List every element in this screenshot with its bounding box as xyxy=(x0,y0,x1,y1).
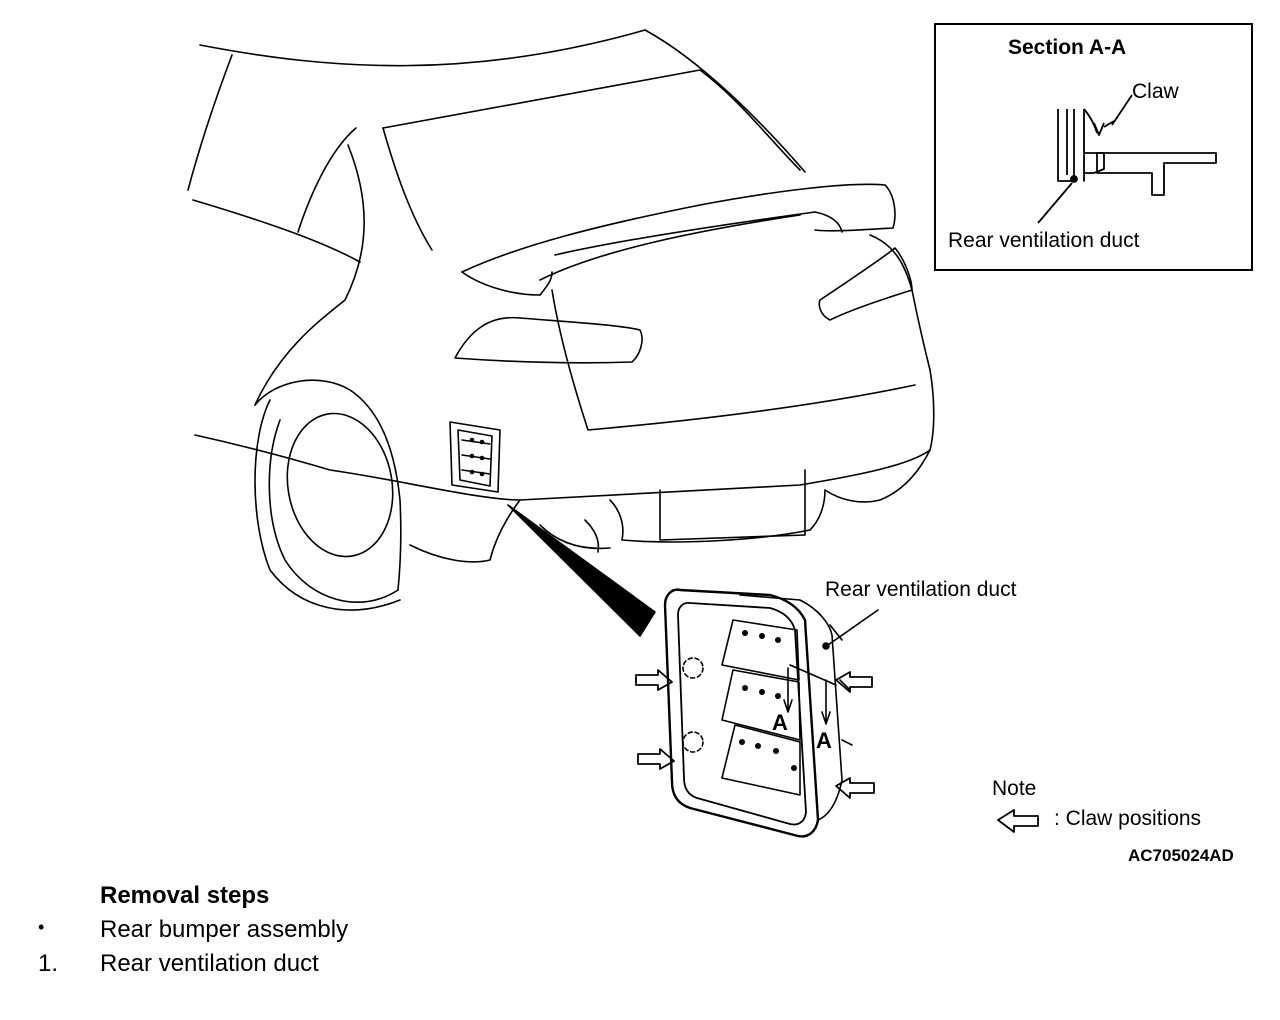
car-body xyxy=(187,29,935,611)
step-marker-1: 1. xyxy=(38,950,59,977)
section-duct-label: Rear ventilation duct xyxy=(948,229,1140,252)
section-mark-a-2: A xyxy=(816,728,832,753)
duct-detail xyxy=(663,588,879,838)
claw-arrow-icon xyxy=(835,777,875,799)
removal-steps-heading: Removal steps xyxy=(100,882,270,909)
note-legend-text: : Claw positions xyxy=(1054,807,1202,830)
step-marker-bullet: • xyxy=(38,917,45,937)
claw-arrow-icon xyxy=(635,669,673,691)
claw-arrow-icon xyxy=(835,671,873,693)
detail-duct-label: Rear ventilation duct xyxy=(825,578,1017,601)
step-label-rear-ventilation-duct: Rear ventilation duct xyxy=(100,950,319,977)
claw-arrow-icon xyxy=(637,748,675,770)
section-a-a-drawing xyxy=(1037,94,1217,224)
section-title: Section A-A xyxy=(1008,36,1127,59)
note-title: Note xyxy=(992,777,1037,800)
vent-on-car xyxy=(449,421,501,493)
section-a-a-inset: Section A-A Claw Rear ventilation duct xyxy=(934,23,1253,271)
detail-pointer-wedge xyxy=(507,504,656,637)
claw-arrows xyxy=(635,669,875,799)
claw-label: Claw xyxy=(1132,80,1179,103)
section-mark-a-1: A xyxy=(772,710,788,735)
hollow-arrow-left-icon xyxy=(997,809,1039,833)
step-label-rear-bumper: Rear bumper assembly xyxy=(100,916,349,943)
figure-code: AC705024AD xyxy=(1128,846,1234,865)
